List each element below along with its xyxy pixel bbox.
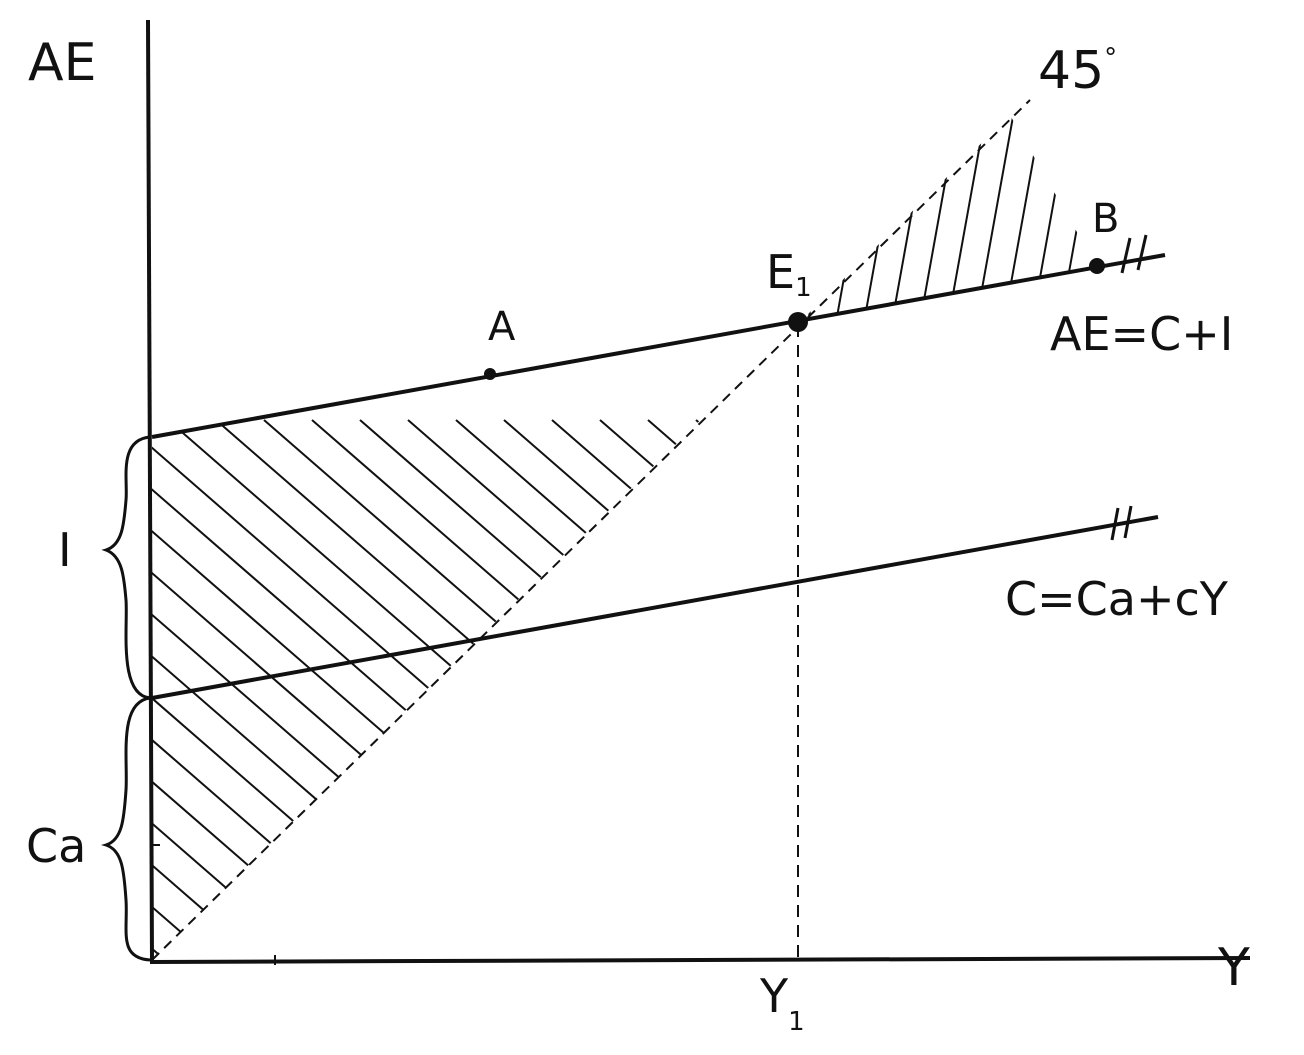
hatch-stroke (749, 100, 792, 340)
hatched-region-right (637, 100, 1097, 340)
hatch-stroke (647, 419, 800, 960)
hatch-stroke (503, 419, 800, 960)
forty-five-degree-line (151, 99, 1031, 961)
hatch-stroke (152, 419, 717, 960)
hatch-stroke (693, 100, 736, 340)
hatch-stroke (943, 115, 989, 322)
hatch-stroke (152, 419, 573, 960)
hatch-stroke (0, 420, 140, 980)
hatch-stroke (152, 419, 621, 960)
point-b (1089, 258, 1105, 274)
ae-line-end-mark (1136, 234, 1148, 271)
ae-line-label: AE=C+I (1050, 307, 1233, 361)
ae-line (151, 253, 1166, 439)
consumption-line (151, 515, 1159, 700)
hatch-stroke (455, 419, 800, 960)
autonomous-consumption-brace (100, 696, 151, 962)
hatch-stroke (599, 419, 800, 960)
hatch-stroke (551, 419, 800, 960)
x-axis-label: Y (1217, 938, 1250, 998)
hatch-stroke (999, 115, 1045, 322)
consumption-line-label: C=Ca+cY (1005, 572, 1229, 626)
hatch-stroke (152, 419, 333, 960)
hatch-stroke (152, 419, 525, 960)
hatch-stroke (167, 419, 800, 960)
hatch-stroke (152, 419, 477, 960)
point-b-label: B (1092, 196, 1119, 242)
point-e1-label: E1 (766, 245, 812, 303)
y1-tick-label: Y1 (759, 969, 805, 1037)
point-a (484, 368, 496, 380)
hatch-stroke (359, 419, 800, 960)
hatch-stroke (407, 419, 800, 960)
hatch-stroke (665, 100, 708, 340)
point-a-label: A (488, 304, 516, 350)
hatched-region-left (0, 419, 800, 980)
hatch-stroke (0, 420, 44, 980)
hatch-stroke (791, 419, 800, 960)
consumption-line-end-mark (1123, 505, 1133, 539)
hatch-stroke (311, 419, 800, 960)
hatch-stroke (0, 420, 92, 980)
investment-brace (101, 435, 151, 700)
hatch-stroke (215, 419, 800, 960)
hatch-stroke (152, 419, 381, 960)
hatch-stroke (915, 115, 961, 322)
forty-five-label: 45° (1038, 41, 1117, 101)
hatch-stroke (152, 419, 285, 960)
hatch-stroke (263, 419, 800, 960)
hatch-stroke (721, 100, 764, 340)
vertical-axis (146, 19, 154, 963)
hatch-stroke (152, 419, 429, 960)
horizontal-axis (149, 956, 1251, 964)
investment-label: I (58, 523, 72, 577)
y-axis-label: AE (28, 33, 96, 93)
point-e1 (788, 312, 808, 332)
hatch-stroke (743, 419, 800, 960)
hatch-stroke (152, 419, 189, 960)
hatch-stroke (637, 100, 680, 340)
hatch-stroke (831, 115, 877, 322)
hatch-stroke (695, 419, 800, 960)
autonomous-consumption-label: Ca (26, 819, 86, 873)
hatch-stroke (803, 115, 849, 322)
consumption-line-end-mark (1110, 507, 1120, 541)
hatch-stroke (152, 419, 669, 960)
ae-line-end-mark (1120, 237, 1132, 274)
hatch-stroke (1027, 115, 1073, 322)
hatch-stroke (800, 115, 821, 322)
